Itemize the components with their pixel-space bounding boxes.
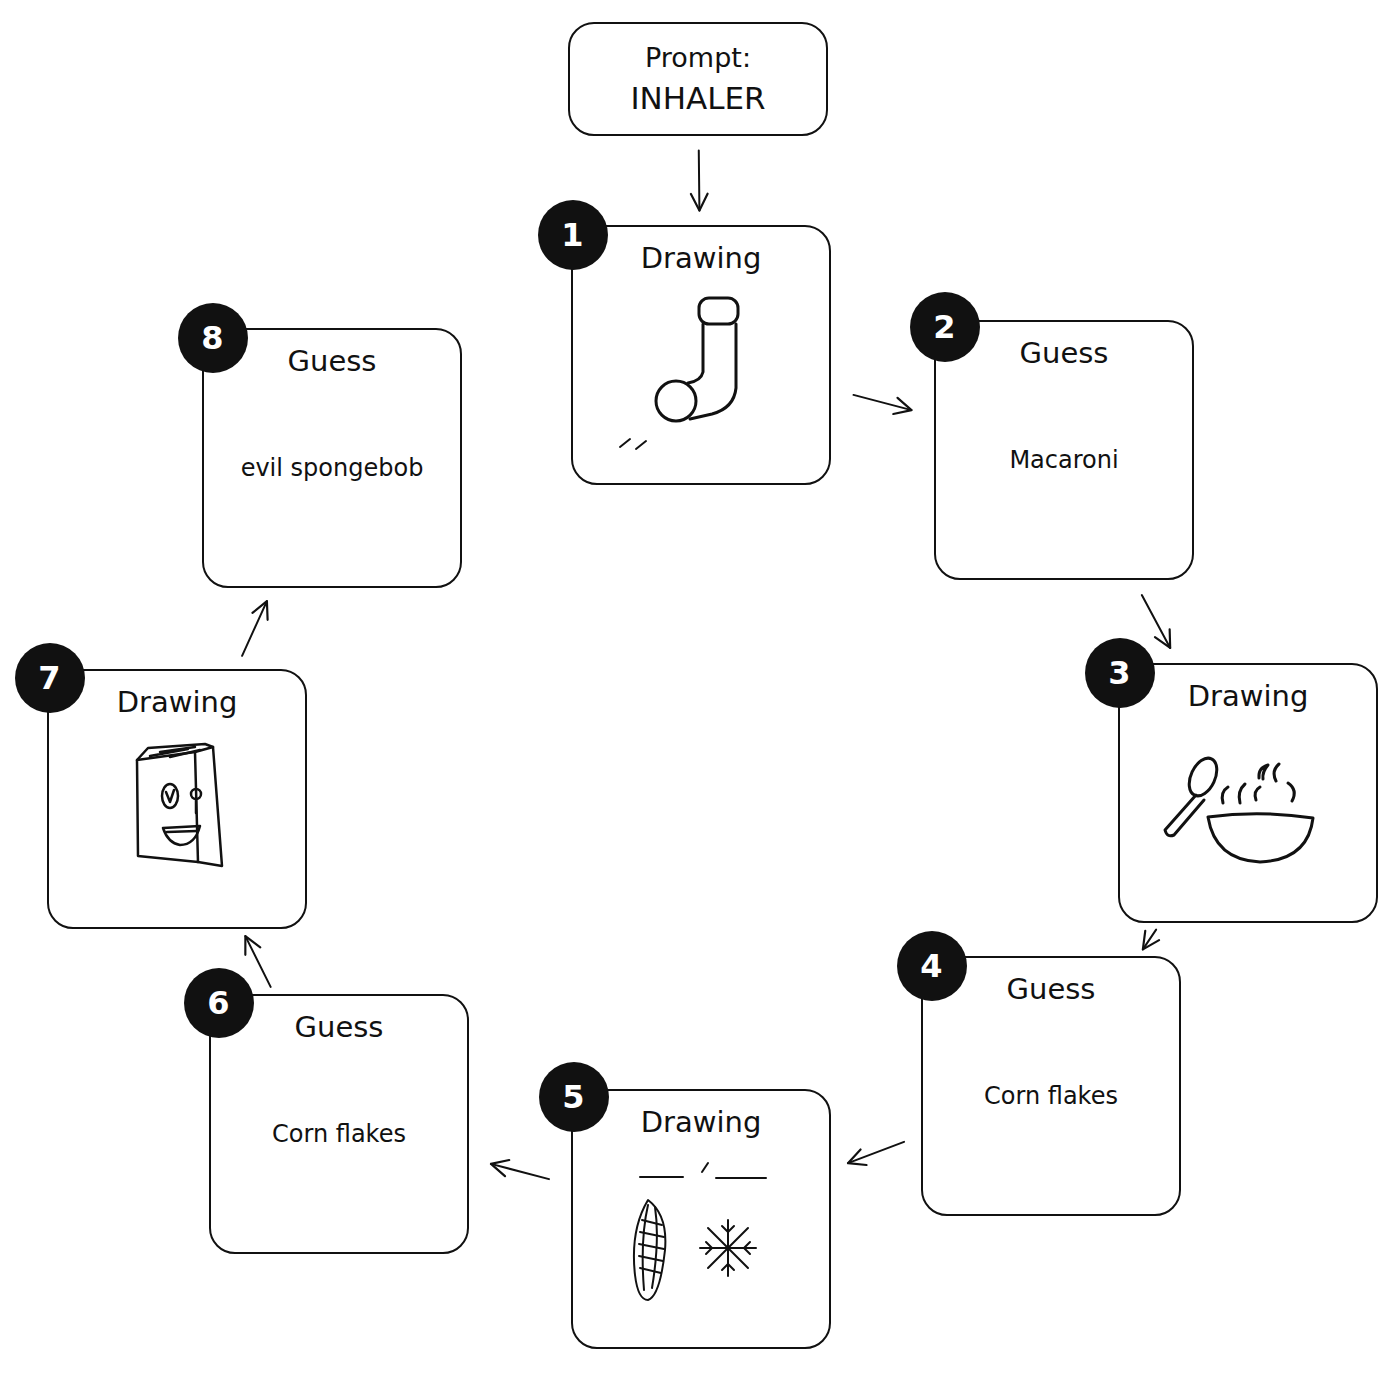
flow-arrow: [848, 1142, 904, 1163]
step-number-badge: 5: [539, 1062, 609, 1132]
prompt-word: INHALER: [630, 79, 765, 118]
step-box: Drawing3: [1118, 663, 1378, 923]
step-number: 4: [920, 950, 942, 982]
step-heading: Drawing: [573, 240, 829, 276]
step-number-badge: 6: [184, 968, 254, 1038]
step-box: Drawing1: [571, 225, 831, 485]
step-number-badge: 1: [538, 200, 608, 270]
step-box: GuessCorn flakes4: [921, 956, 1181, 1216]
inhaler-sketch: [620, 298, 738, 449]
step-number-badge: 8: [178, 303, 248, 373]
step-number: 8: [201, 322, 223, 354]
corn-flakes-sketch: [634, 1163, 766, 1300]
flow-arrow: [491, 1164, 549, 1179]
step-heading: Drawing: [49, 684, 305, 720]
prompt-label: Prompt:: [645, 41, 751, 75]
flow-arrow: [853, 395, 911, 410]
cereal-box-sketch: [137, 744, 222, 866]
step-heading: Drawing: [573, 1104, 829, 1140]
step-number: 3: [1108, 657, 1130, 689]
step-number: 5: [562, 1081, 584, 1113]
step-number: 6: [207, 987, 229, 1019]
flow-arrow: [698, 151, 701, 211]
bowl-sketch: [1165, 754, 1313, 862]
step-number-badge: 3: [1085, 638, 1155, 708]
guess-text: Corn flakes: [211, 1119, 467, 1149]
flow-arrow: [1143, 930, 1156, 950]
step-heading: Drawing: [1120, 678, 1376, 714]
guess-text: evil spongebob: [204, 453, 460, 483]
step-number-badge: 2: [910, 292, 980, 362]
step-number: 1: [561, 219, 583, 251]
step-number-badge: 4: [897, 931, 967, 1001]
guess-text: Corn flakes: [923, 1081, 1179, 1111]
flow-arrow: [245, 936, 270, 987]
step-box: GuessMacaroni2: [934, 320, 1194, 580]
prompt-box: Prompt: INHALER: [568, 22, 828, 136]
flow-arrow: [242, 601, 267, 656]
flow-arrow: [1142, 595, 1170, 648]
step-box: GuessCorn flakes6: [209, 994, 469, 1254]
step-box: Guessevil spongebob8: [202, 328, 462, 588]
step-number: 7: [38, 662, 60, 694]
step-number: 2: [933, 311, 955, 343]
step-box: Drawing5: [571, 1089, 831, 1349]
guess-text: Macaroni: [936, 445, 1192, 475]
step-box: Drawing7: [47, 669, 307, 929]
step-number-badge: 7: [15, 643, 85, 713]
